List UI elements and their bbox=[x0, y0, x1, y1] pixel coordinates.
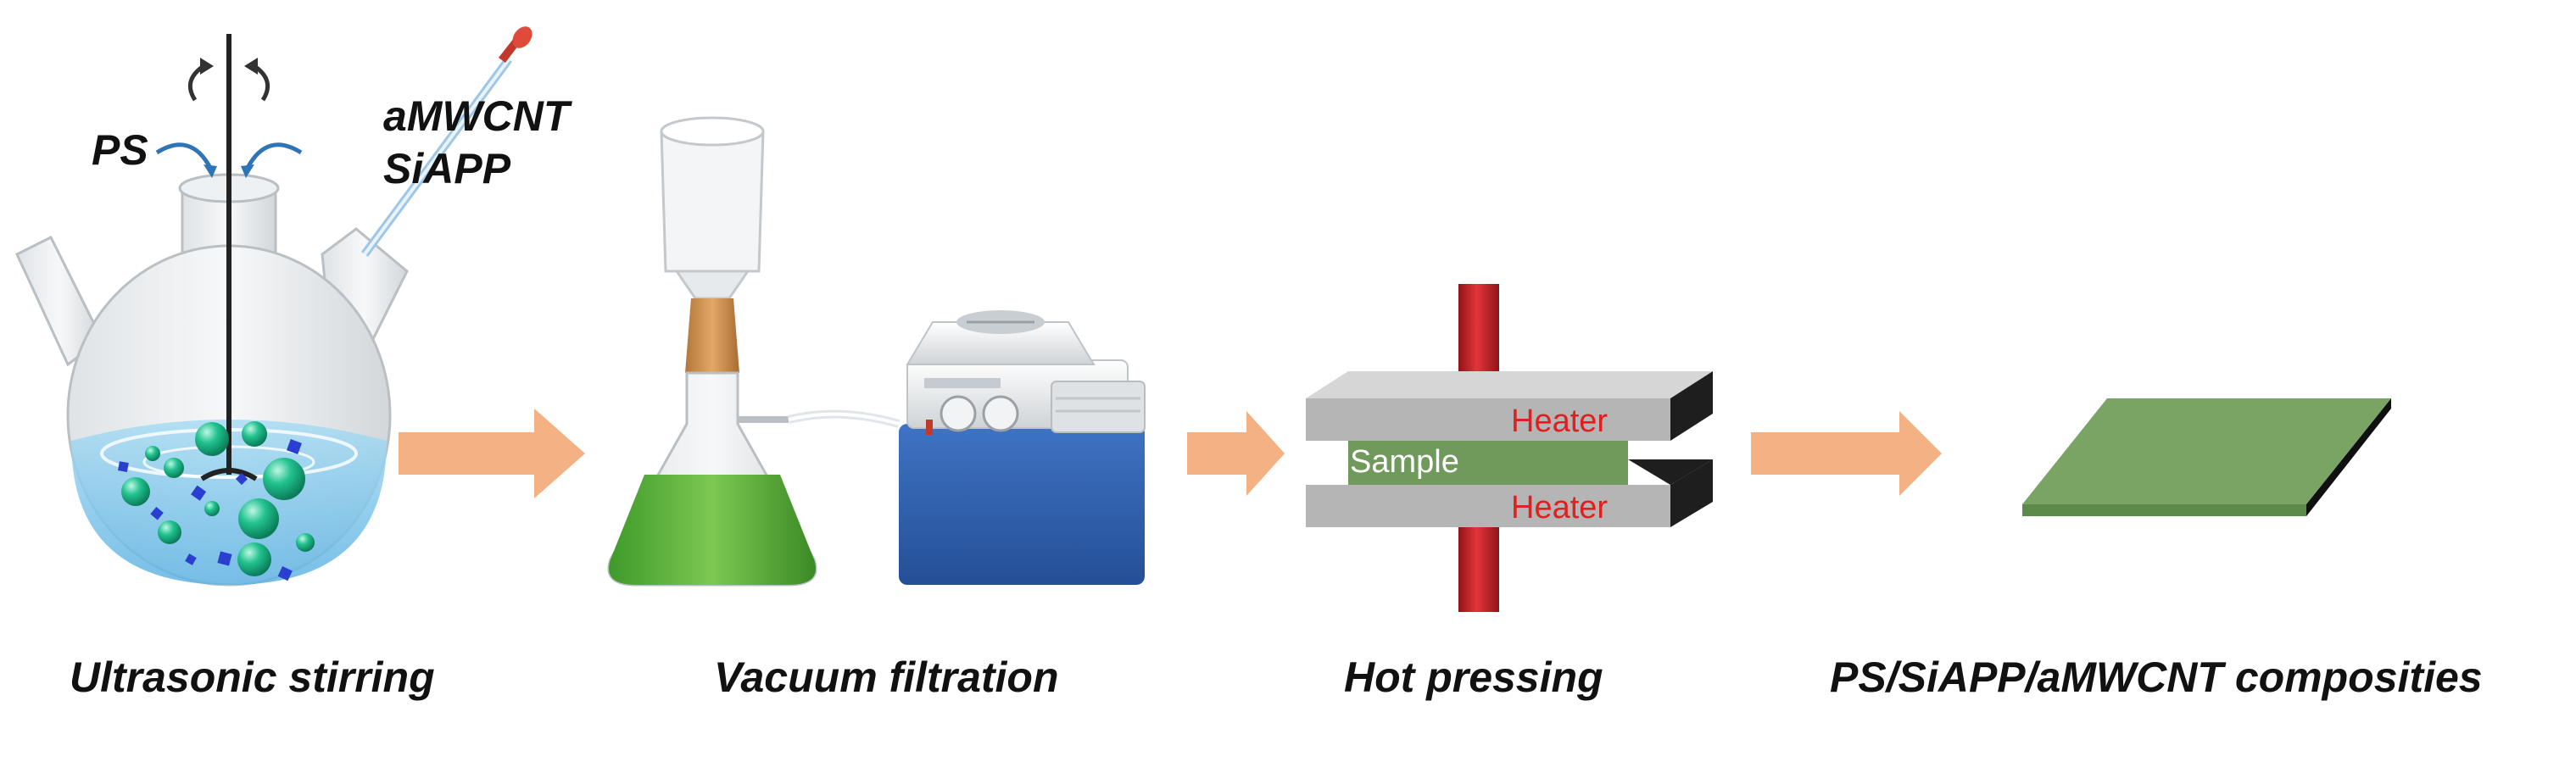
vacuum-pump bbox=[899, 310, 1146, 585]
step-caption-filtration: Vacuum filtration bbox=[714, 654, 1059, 701]
top-heater-label: Heater bbox=[1511, 403, 1609, 439]
particle-cluster bbox=[118, 421, 315, 581]
heater-rod-top bbox=[1458, 284, 1499, 377]
heater-plate-bottom bbox=[1306, 459, 1713, 527]
heater-rod-bottom bbox=[1458, 527, 1499, 612]
dropper-pipette bbox=[360, 26, 532, 257]
reagent-label-siapp: SiAPP bbox=[383, 145, 511, 192]
stirring-rod bbox=[200, 34, 258, 481]
buchner-funnel bbox=[660, 116, 765, 300]
reagent-label-amwcnt: aMWCNT bbox=[383, 92, 570, 140]
step-caption-composites: PS/SiAPP/aMWCNT composities bbox=[1830, 654, 2483, 701]
step-caption-stirring: Ultrasonic stirring bbox=[70, 654, 435, 701]
sample-slab bbox=[1348, 441, 1628, 485]
sample-label: Sample bbox=[1350, 444, 1459, 480]
heater-plate-top bbox=[1306, 371, 1713, 441]
process-arrow-1 bbox=[399, 409, 585, 498]
process-arrow-2 bbox=[1187, 411, 1285, 496]
reagent-label-ps: PS bbox=[92, 126, 148, 174]
bottom-heater-label: Heater bbox=[1511, 490, 1609, 526]
filter-flask bbox=[607, 371, 817, 587]
addition-arrows-icon bbox=[155, 142, 303, 178]
step-caption-hot-pressing: Hot pressing bbox=[1344, 654, 1603, 701]
rotation-arrows-icon bbox=[187, 58, 270, 102]
three-neck-flask bbox=[15, 173, 409, 587]
process-arrow-3 bbox=[1751, 411, 1942, 496]
rubber-stopper bbox=[685, 298, 739, 373]
vacuum-hose bbox=[787, 409, 900, 428]
composite-plate bbox=[2022, 398, 2391, 516]
